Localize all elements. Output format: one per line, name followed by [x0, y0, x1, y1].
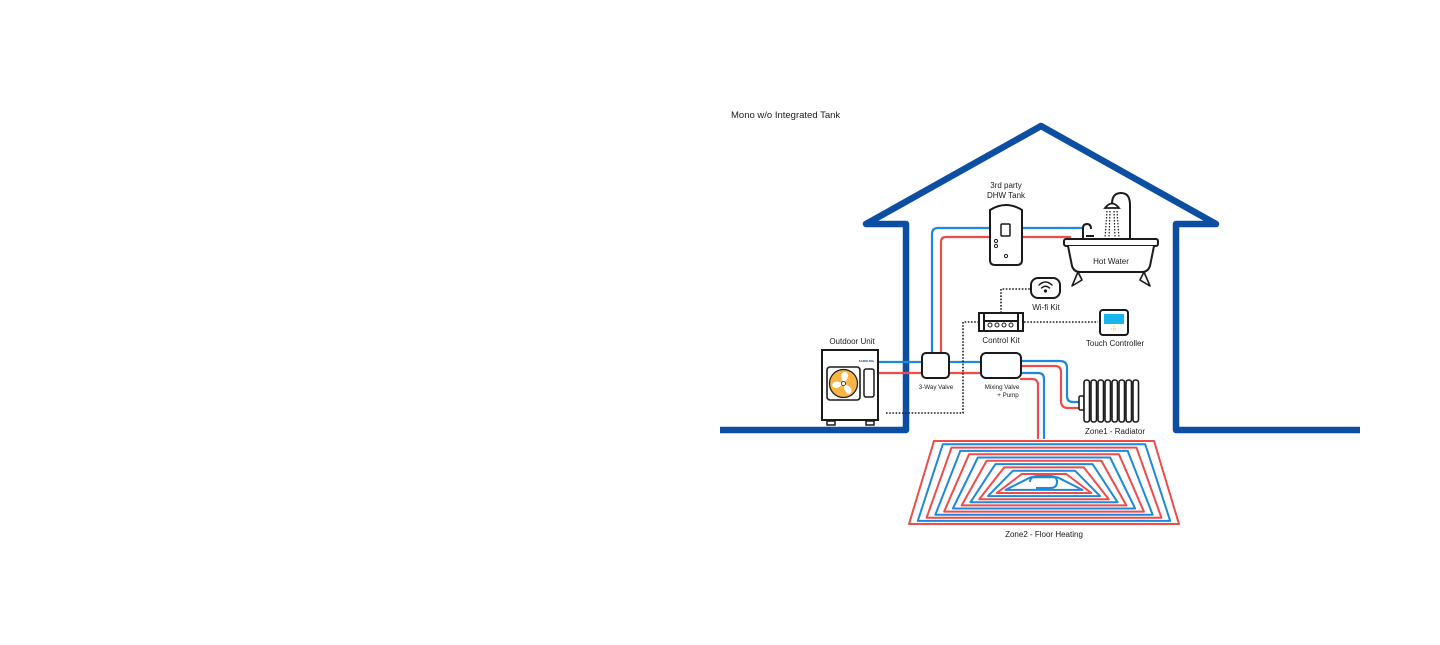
- diagram-title: Mono w/o Integrated Tank: [731, 110, 840, 121]
- tub-foot: [1071, 271, 1083, 287]
- control-wiring: [886, 288, 1098, 414]
- outdoor-unit-label: Outdoor Unit: [829, 337, 875, 346]
- radiator-fin: [1125, 379, 1133, 423]
- floor-heating-coil: [908, 440, 1180, 525]
- floor-coil-center: [1029, 475, 1058, 489]
- floor-coil-loop: [986, 469, 1102, 498]
- fan-icon: [828, 368, 859, 399]
- outdoor-unit[interactable]: Outdoor Unit SAMSUNG: [821, 337, 879, 426]
- hot-water-label: Hot Water: [1093, 257, 1129, 266]
- radiator-fin: [1111, 379, 1119, 423]
- wifi-kit-label: Wi-fi Kit: [1032, 303, 1060, 312]
- three-way-valve[interactable]: 3-Way Valve: [919, 352, 954, 391]
- tank-knob: [993, 243, 999, 249]
- shower-pipe-icon: [1111, 191, 1131, 240]
- floor-coil-loop: [925, 446, 1163, 519]
- pipe-cold-to-radiator: [1019, 359, 1082, 404]
- outdoor-unit-brand: SAMSUNG: [859, 359, 875, 363]
- pipe-hot-to-floor: [1019, 377, 1040, 440]
- control-kit-label: Control Kit: [982, 336, 1020, 345]
- radiator-fin: [1104, 379, 1112, 423]
- floor-coil-loop: [943, 453, 1145, 513]
- pipe-cold-to-floor: [1019, 371, 1046, 440]
- radiator-fin: [1090, 379, 1098, 423]
- floor-coil-loop: [960, 459, 1128, 507]
- tub-body: [1067, 245, 1155, 273]
- radiator-fin: [1097, 379, 1105, 423]
- floor-coil-loop: [934, 449, 1154, 516]
- faucet-icon: [1082, 222, 1092, 238]
- floor-coil-loop: [995, 473, 1093, 494]
- shower-head-icon: [1103, 202, 1121, 209]
- radiator-fin: [1118, 379, 1126, 423]
- floor-coil-loop: [978, 466, 1110, 501]
- wifi-kit[interactable]: Wi-fi Kit: [1030, 277, 1061, 312]
- tub-rim: [1063, 238, 1159, 247]
- mixing-valve-label-2: + Pump: [997, 392, 1019, 399]
- tank-display: [1000, 223, 1011, 237]
- wire-control-to-outdoor: [886, 321, 979, 414]
- floor-heating-label: Zone2 - Floor Heating: [1005, 530, 1083, 539]
- mixing-valve-pump[interactable]: Mixing Valve + Pump: [980, 352, 1022, 399]
- pipe-cold-valve-to-tank: [930, 226, 992, 354]
- control-kit-ports: [987, 322, 1014, 328]
- touch-controller-dpad-icon: [1111, 326, 1117, 332]
- pipe-hot-to-radiator: [1019, 364, 1082, 410]
- tank-knob: [993, 238, 999, 244]
- shower-water-icon: [1104, 210, 1120, 239]
- pipe-hot-valve-to-tank: [939, 235, 992, 354]
- touch-controller[interactable]: Touch Controller: [1086, 309, 1145, 348]
- floor-coil-loop: [908, 440, 1180, 525]
- pipes: [876, 226, 1085, 440]
- dhw-tank-label-2: DHW Tank: [987, 191, 1026, 200]
- mixing-valve-label-1: Mixing Valve: [985, 384, 1020, 391]
- floor-coil-loop: [951, 456, 1137, 510]
- tank-knob: [1003, 253, 1009, 259]
- control-kit[interactable]: Control Kit: [978, 312, 1024, 345]
- radiator-fin: [1132, 379, 1140, 423]
- three-way-valve-label: 3-Way Valve: [919, 384, 954, 391]
- floor-coil-loop: [1004, 476, 1084, 491]
- radiator-label: Zone1 - Radiator: [1085, 427, 1145, 436]
- floor-coil-loop: [969, 463, 1119, 504]
- radiator[interactable]: Zone1 - Radiator: [1078, 379, 1145, 436]
- wifi-kit-box: [1030, 277, 1061, 299]
- tub-foot: [1139, 271, 1151, 287]
- touch-controller-label: Touch Controller: [1086, 339, 1145, 348]
- floor-coil-loop: [916, 443, 1172, 522]
- wifi-icon: [1038, 281, 1053, 293]
- control-kit-top: [978, 312, 1024, 322]
- dhw-tank[interactable]: 3rd party DHW Tank: [987, 181, 1026, 266]
- control-kit-body: [978, 320, 1024, 332]
- radiator-fin: [1083, 379, 1091, 423]
- hot-water-bathtub[interactable]: Hot Water: [1063, 191, 1159, 287]
- mixing-valve-box: [980, 352, 1022, 379]
- touch-controller-screen: [1104, 314, 1124, 324]
- three-way-valve-box: [921, 352, 950, 379]
- dhw-tank-label-1: 3rd party: [990, 181, 1022, 190]
- outdoor-unit-panel: [863, 368, 875, 398]
- wire-control-to-wifi: [1000, 288, 1030, 313]
